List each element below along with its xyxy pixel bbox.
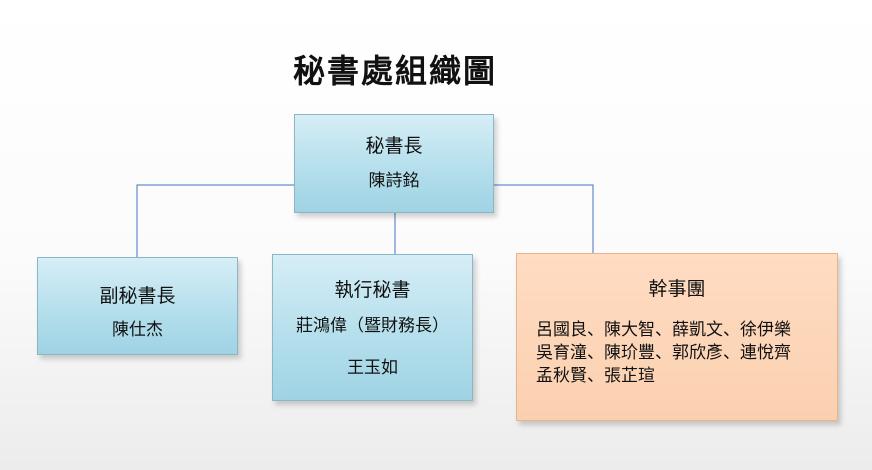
page-title: 秘書處組織圖 [292, 52, 497, 90]
officers-box: 幹事團 呂國良、陳大智、薛凱文、徐伊樂 吳育潼、陳玠豐、郭欣彥、連悅齊 孟秋賢、… [516, 253, 838, 421]
executive-secretary-name: 王玉如 [347, 358, 398, 379]
connector-to-officers [494, 184, 594, 253]
officers-role: 幹事團 [648, 278, 706, 300]
secretary-general-name: 陳詩銘 [368, 170, 420, 191]
executive-secretary-name: 莊鴻偉（暨財務長） [296, 315, 449, 336]
deputy-secretary-general-name: 陳仕杰 [112, 319, 163, 340]
officers-member-list: 呂國良、陳大智、薛凱文、徐伊樂 吳育潼、陳玠豐、郭欣彥、連悅齊 孟秋賢、張芷瑄 [536, 319, 837, 388]
executive-secretary-box: 執行秘書 莊鴻偉（暨財務長） 王玉如 [272, 254, 473, 401]
deputy-secretary-general-box: 副秘書長 陳仕杰 [37, 257, 238, 355]
officers-member-line: 呂國良、陳大智、薛凱文、徐伊樂 [536, 319, 791, 340]
secretary-general-box: 秘書長 陳詩銘 [294, 114, 494, 213]
officers-member-line: 吳育潼、陳玠豐、郭欣彥、連悅齊 [536, 342, 791, 363]
officers-member-line: 孟秋賢、張芷瑄 [536, 365, 655, 386]
secretary-general-role: 秘書長 [365, 135, 423, 157]
executive-secretary-role: 執行秘書 [334, 279, 411, 301]
connector-to-deputy [136, 184, 294, 257]
deputy-secretary-general-role: 副秘書長 [99, 285, 176, 307]
